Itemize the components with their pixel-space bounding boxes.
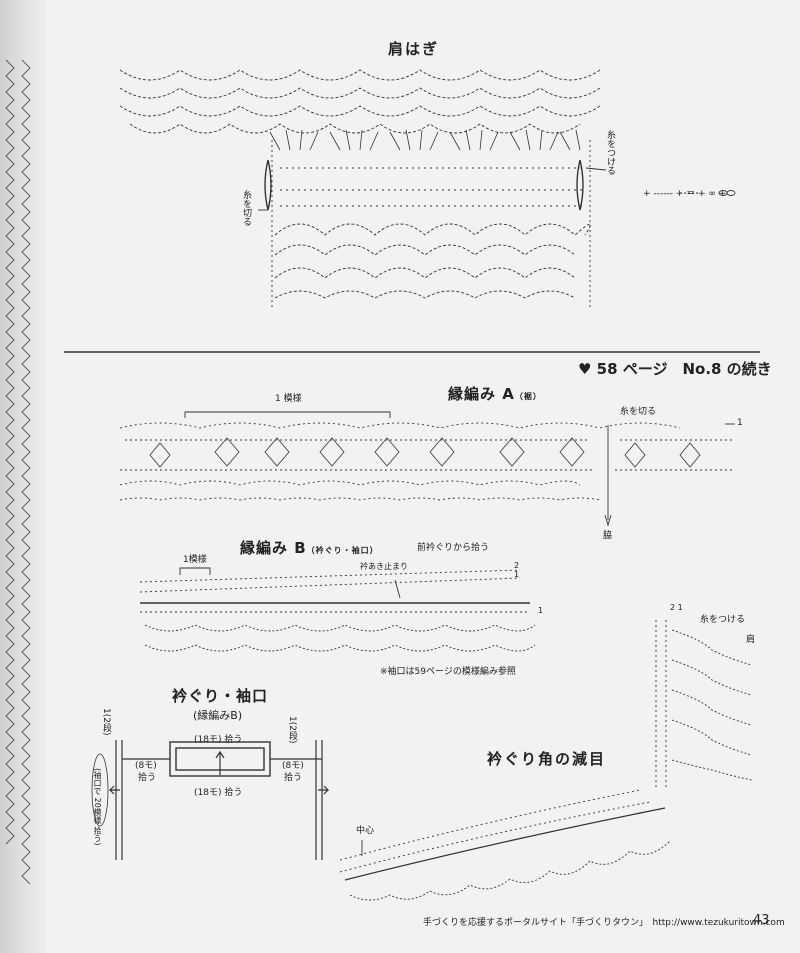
edge-b-row-1: 1 [514, 570, 520, 579]
edge-b-title-text: 縁編み B [240, 539, 307, 557]
shoulder-legend [680, 190, 736, 196]
edge-a-title-text: 縁編み A [448, 385, 515, 403]
edge-b-title: 縁編み B（衿ぐり・袖口） [240, 537, 379, 558]
continuation-heading: ♥ 58 ページ No.8 の続き [578, 360, 772, 378]
neck-corner-title: 衿ぐり角の減目 [487, 750, 607, 768]
corner-attach-yarn: 糸をつける [700, 615, 746, 625]
cut-yarn-note: 糸を切る [241, 190, 251, 226]
attach-yarn-note: 糸をつける [605, 130, 615, 175]
edge-b-title-note: （衿ぐり・袖口） [306, 546, 379, 555]
edge-b-row-1b: 1 [538, 606, 544, 615]
edge-a-side-label: 脇 [603, 531, 613, 541]
sleeve-pick-note: (袖口で 20模様 拾う) [93, 768, 102, 846]
edge-a-repeat-label: 1 模様 [275, 394, 302, 404]
pick-right-count: (8モ) [282, 761, 304, 771]
footer-site-text: 手づくりを応援するポータルサイト「手づくりタウン」 http://www.tez… [423, 918, 785, 928]
sleeve-cuff-note: ※袖口は59ページの模様編み参照 [380, 667, 516, 677]
rows-right-label: 1(2段) [287, 716, 297, 744]
pick-bottom-label: (18モ) 拾う [194, 788, 243, 798]
edge-a-title-note: （裾） [514, 392, 542, 401]
pick-top-label: (18モ) 拾う [194, 735, 243, 745]
edge-a-cut-yarn: 糸を切る [620, 407, 657, 417]
stitch-legend: + ‑‑‑‑‑‑ + ＝ + ∞ + [643, 189, 727, 199]
edge-b-chart [139, 567, 536, 652]
spine-stitches [5, 59, 31, 885]
pick-right-label: 拾う [284, 773, 303, 783]
rows-left-label: 1(2段) [101, 708, 111, 736]
neck-sleeve-subtitle: (縁編みB) [193, 709, 243, 722]
corner-chart [339, 620, 753, 901]
shoulder-join-title: 肩はぎ [388, 40, 440, 58]
corner-center-label: 中心 [356, 826, 375, 836]
corner-shoulder-label: 肩 [746, 635, 756, 645]
edge-b-repeat-label: 1模様 [183, 555, 207, 565]
corner-rows-label: 2 1 [670, 603, 683, 612]
pick-left-label: 拾う [138, 773, 157, 783]
shoulder-chart [119, 69, 607, 310]
edge-a-chart [119, 411, 735, 527]
edge-a-title: 縁編み A（裾） [448, 383, 542, 404]
neck-diagram [91, 740, 330, 860]
pick-left-count: (8モ) [135, 761, 157, 771]
edge-b-row-2: 2 [514, 561, 520, 570]
neck-sleeve-title: 衿ぐり・袖口 [172, 687, 269, 705]
edge-a-row-1: 1 [737, 418, 743, 428]
pick-front-neck-note: 前衿ぐりから拾う [417, 543, 490, 553]
page-number: 43 [753, 913, 770, 928]
opening-end-note: 衿あき止まり [360, 562, 408, 571]
